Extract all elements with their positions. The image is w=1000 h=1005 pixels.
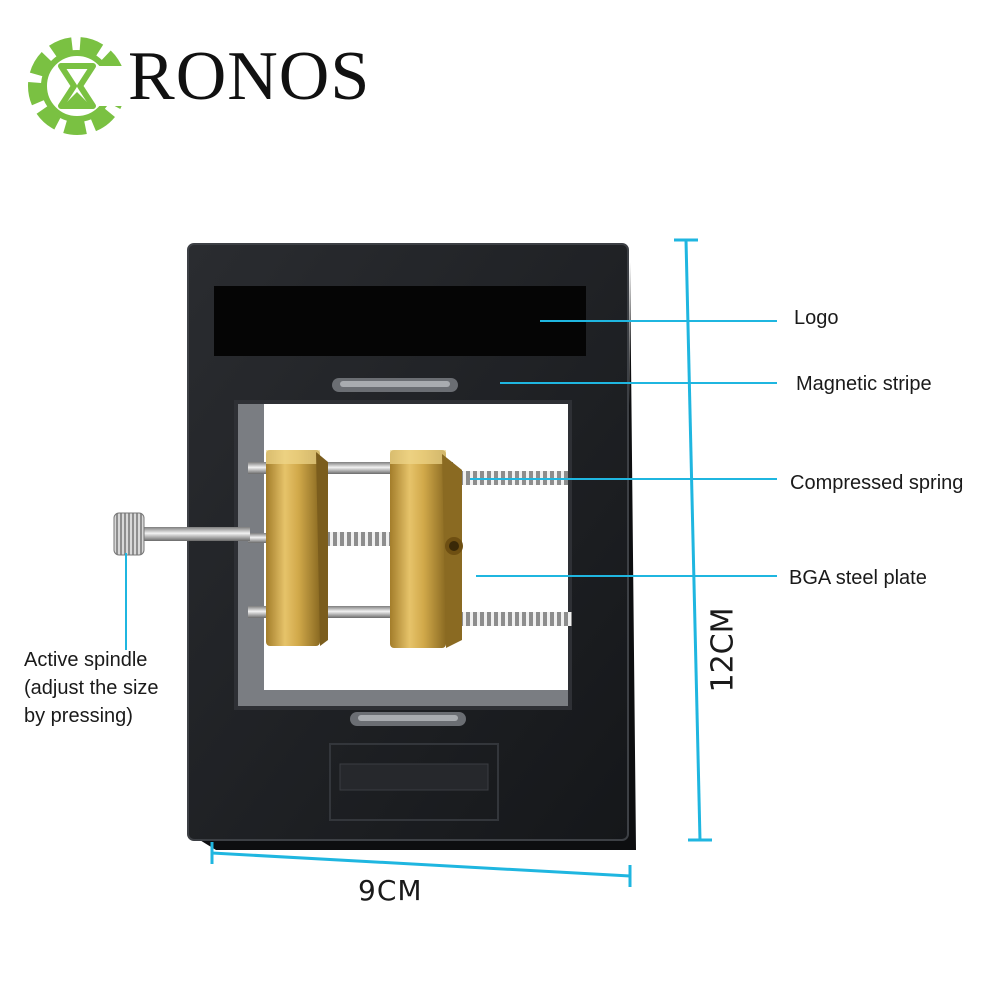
callout-magnetic-stripe: Magnetic stripe <box>796 373 932 395</box>
spindle-label-line-3: by pressing) <box>24 705 133 727</box>
brass-clamp-left <box>266 450 328 646</box>
height-dimension: 12CM <box>705 607 741 693</box>
dimension-lines <box>210 238 712 887</box>
callout-bga-steel-plate: BGA steel plate <box>789 567 927 589</box>
spindle-label-line-1: Active spindle <box>24 649 148 671</box>
gear-hourglass-icon <box>28 37 132 135</box>
logo-plate <box>214 286 586 356</box>
callout-active-spindle: Active spindle (adjust the size by press… <box>24 646 159 730</box>
active-spindle <box>113 512 250 556</box>
width-dimension: 9CM <box>358 874 423 907</box>
callout-lines <box>125 320 777 650</box>
spindle-label-line-2: (adjust the size <box>24 677 159 699</box>
brand-name: RONOS <box>128 38 371 115</box>
callout-compressed-spring: Compressed spring <box>790 472 964 494</box>
brass-clamp-right <box>390 450 463 648</box>
callout-logo: Logo <box>794 307 839 329</box>
